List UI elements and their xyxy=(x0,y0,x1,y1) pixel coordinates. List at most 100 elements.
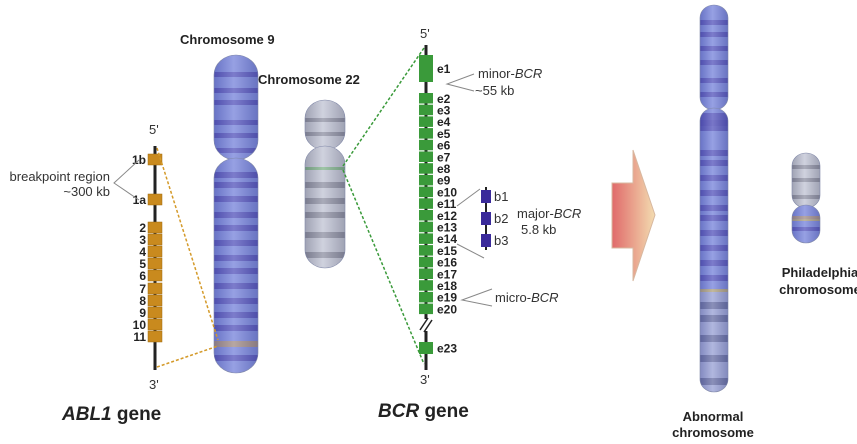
svg-text:e23: e23 xyxy=(437,342,457,356)
svg-text:e13: e13 xyxy=(437,220,457,234)
abnormal-label-1: Abnormal xyxy=(683,409,744,424)
bcr-break-mark xyxy=(419,317,429,331)
bcr-exon-e3: e3 xyxy=(419,103,451,117)
major-bcr-exon-b2: b2 xyxy=(481,211,508,226)
svg-text:9: 9 xyxy=(139,306,146,320)
abl1-exon-6: 6 xyxy=(139,269,163,283)
svg-text:e2: e2 xyxy=(437,92,451,106)
breakpoint-bracket xyxy=(113,159,140,201)
svg-text:11: 11 xyxy=(133,330,146,344)
svg-text:e17: e17 xyxy=(437,267,457,281)
major-bcr-line xyxy=(456,188,481,207)
svg-text:e20: e20 xyxy=(437,302,457,316)
abl1-exon-4: 4 xyxy=(139,245,163,259)
chromosome-arm xyxy=(791,204,821,244)
translocation-arrow-icon xyxy=(611,149,656,282)
svg-text:e14: e14 xyxy=(437,232,457,246)
chromosome-9-label: Chromosome 9 xyxy=(180,32,275,47)
svg-text:e3: e3 xyxy=(437,103,451,117)
chromosome-22 xyxy=(304,99,346,269)
major-bcr-line xyxy=(456,243,485,259)
svg-text:e15: e15 xyxy=(437,244,457,258)
bcr-title-suffix: gene xyxy=(419,401,469,422)
svg-text:1a: 1a xyxy=(133,193,147,207)
micro-bcr-label: micro-BCR xyxy=(495,290,559,305)
abl1-exon-5: 5 xyxy=(139,257,163,271)
svg-text:b3: b3 xyxy=(494,233,508,248)
abl1-3prime: 3' xyxy=(149,377,159,392)
svg-text:e16: e16 xyxy=(437,256,457,270)
abl1-exon-8: 8 xyxy=(139,294,163,308)
svg-text:e6: e6 xyxy=(437,139,451,153)
abl1-exon-1b: 1b xyxy=(132,153,163,167)
micro-bcr-bracket xyxy=(460,288,493,307)
abl1-exon-1a: 1a xyxy=(133,193,163,207)
chromosome-arm xyxy=(213,157,259,374)
bcr-exon-e17: e17 xyxy=(419,267,457,281)
abl1-exon-3: 3 xyxy=(139,233,163,247)
chromosome-9 xyxy=(213,54,259,374)
bcr-5prime: 5' xyxy=(420,26,430,41)
abnormal-label-2: chromosome xyxy=(672,425,754,440)
svg-text:7: 7 xyxy=(139,282,146,296)
minor-bcr-label: minor-BCR xyxy=(478,66,542,81)
bcr-exon-e1: e1 xyxy=(419,55,451,82)
major-bcr-label: major-BCR xyxy=(517,206,581,221)
micro-bcr-gene: BCR xyxy=(531,290,558,305)
bcr-3prime: 3' xyxy=(420,372,430,387)
svg-text:e11: e11 xyxy=(437,197,457,211)
bcr-exon-e16: e16 xyxy=(419,256,457,270)
minor-bcr-gene: BCR xyxy=(515,66,542,81)
bcr-exon-e12: e12 xyxy=(419,209,457,223)
svg-text:e7: e7 xyxy=(437,150,451,164)
abl1-exon-10: 10 xyxy=(133,318,163,332)
svg-text:4: 4 xyxy=(139,245,146,259)
major-bcr-prefix: major- xyxy=(517,206,554,221)
chromosome-22-label: Chromosome 22 xyxy=(258,72,360,87)
svg-text:3: 3 xyxy=(139,233,146,247)
chromosome-arm xyxy=(304,99,346,151)
svg-text:10: 10 xyxy=(133,318,147,332)
bcr-exon-e14: e14 xyxy=(419,232,457,246)
bcr-title-gene: BCR xyxy=(378,401,419,422)
bcr-zoom-line-bottom xyxy=(342,169,425,365)
svg-text:e12: e12 xyxy=(437,209,457,223)
bcr-exon-e18: e18 xyxy=(419,279,457,293)
svg-text:e5: e5 xyxy=(437,127,451,141)
chromosome-arm xyxy=(213,54,259,161)
abl1-title-gene: ABL1 xyxy=(61,404,112,425)
micro-bcr-prefix: micro- xyxy=(495,290,531,305)
svg-text:8: 8 xyxy=(139,294,146,308)
bcr-exon-e4: e4 xyxy=(419,115,451,129)
bcr-exon-e9: e9 xyxy=(419,174,451,188)
abl1-5prime: 5' xyxy=(149,122,159,137)
bcr-exon-e11: e11 xyxy=(419,197,457,211)
bcr-gene-title: BCR gene xyxy=(378,401,469,422)
philadelphia-chromosome xyxy=(791,152,821,244)
svg-text:e1: e1 xyxy=(437,62,451,76)
chromosome-arm xyxy=(304,145,346,269)
svg-text:e8: e8 xyxy=(437,162,451,176)
svg-text:6: 6 xyxy=(139,269,146,283)
bcr-exon-e15: e15 xyxy=(419,244,457,258)
major-bcr-gene: BCR xyxy=(554,206,581,221)
bcr-exon-e6: e6 xyxy=(419,139,451,153)
abl1-exon-7: 7 xyxy=(139,282,163,296)
bcr-break-mark xyxy=(423,319,433,333)
bcr-exon-e8: e8 xyxy=(419,162,451,176)
bcr-exon-e20: e20 xyxy=(419,302,457,316)
minor-bcr-prefix: minor- xyxy=(478,66,515,81)
abl1-zoom-line-bottom xyxy=(156,345,219,368)
bcr-exon-e13: e13 xyxy=(419,220,457,234)
bcr-exons: e1e2e3e4e5e6e7e8e9e10e11e12e13e14e15e16e… xyxy=(419,55,457,356)
bcr-exon-e5: e5 xyxy=(419,127,451,141)
abl1-gene-title: ABL1 gene xyxy=(61,404,161,425)
svg-text:e4: e4 xyxy=(437,115,451,129)
minor-bcr-bracket xyxy=(445,73,475,92)
bcr-zoom-line-top xyxy=(342,47,425,167)
chromosome-arm xyxy=(699,107,729,393)
bcr-exon-e10: e10 xyxy=(419,185,457,199)
major-bcr-exon-b3: b3 xyxy=(481,233,508,248)
